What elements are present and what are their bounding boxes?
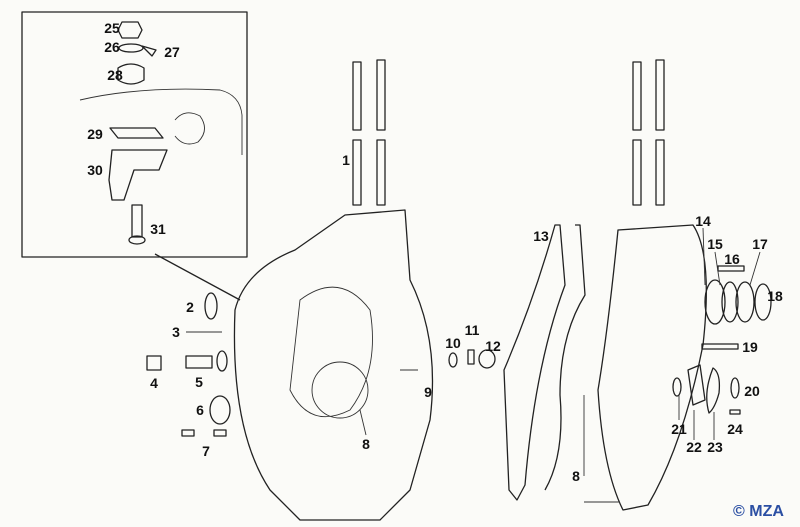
label-7: 7 bbox=[202, 443, 210, 459]
label-13: 13 bbox=[533, 228, 549, 244]
leader-lines bbox=[359, 227, 761, 503]
label-1: 1 bbox=[342, 152, 350, 168]
part-number-labels: 25 26 27 28 29 30 31 1 2 3 4 5 6 7 8 9 1… bbox=[87, 20, 783, 484]
label-30: 30 bbox=[87, 162, 103, 178]
gasket bbox=[503, 224, 586, 501]
label-10: 10 bbox=[445, 335, 461, 351]
crankcase-right-half bbox=[597, 224, 707, 511]
label-24: 24 bbox=[727, 421, 743, 437]
label-14: 14 bbox=[695, 213, 711, 229]
small-parts-right bbox=[672, 265, 772, 415]
label-22: 22 bbox=[686, 439, 702, 455]
label-8-right: 8 bbox=[572, 468, 580, 484]
label-8: 8 bbox=[362, 436, 370, 452]
label-3: 3 bbox=[172, 324, 180, 340]
label-18: 18 bbox=[767, 288, 783, 304]
label-23: 23 bbox=[707, 439, 723, 455]
label-9: 9 bbox=[424, 384, 432, 400]
studs-right bbox=[632, 59, 665, 206]
label-2: 2 bbox=[186, 299, 194, 315]
label-27: 27 bbox=[164, 44, 180, 60]
label-28: 28 bbox=[107, 67, 123, 83]
small-parts-left bbox=[146, 292, 496, 437]
label-17: 17 bbox=[752, 236, 768, 252]
studs-left bbox=[352, 59, 386, 206]
label-16: 16 bbox=[724, 251, 740, 267]
label-11: 11 bbox=[465, 322, 480, 338]
copyright-mark: © MZA bbox=[733, 503, 784, 520]
label-26: 26 bbox=[104, 39, 120, 55]
inset-parts bbox=[79, 21, 243, 245]
label-20: 20 bbox=[744, 383, 760, 399]
label-5: 5 bbox=[195, 374, 203, 390]
label-21: 21 bbox=[671, 421, 687, 437]
label-25: 25 bbox=[104, 20, 120, 36]
label-31: 31 bbox=[150, 221, 166, 237]
label-29: 29 bbox=[87, 126, 103, 142]
inset-leader-line bbox=[154, 253, 241, 301]
label-4: 4 bbox=[150, 375, 158, 391]
crankcase-left-half bbox=[233, 209, 434, 521]
label-12: 12 bbox=[485, 338, 501, 354]
detail-inset-frame bbox=[21, 11, 248, 258]
label-19: 19 bbox=[742, 339, 758, 355]
label-6: 6 bbox=[196, 402, 204, 418]
label-15: 15 bbox=[707, 236, 723, 252]
